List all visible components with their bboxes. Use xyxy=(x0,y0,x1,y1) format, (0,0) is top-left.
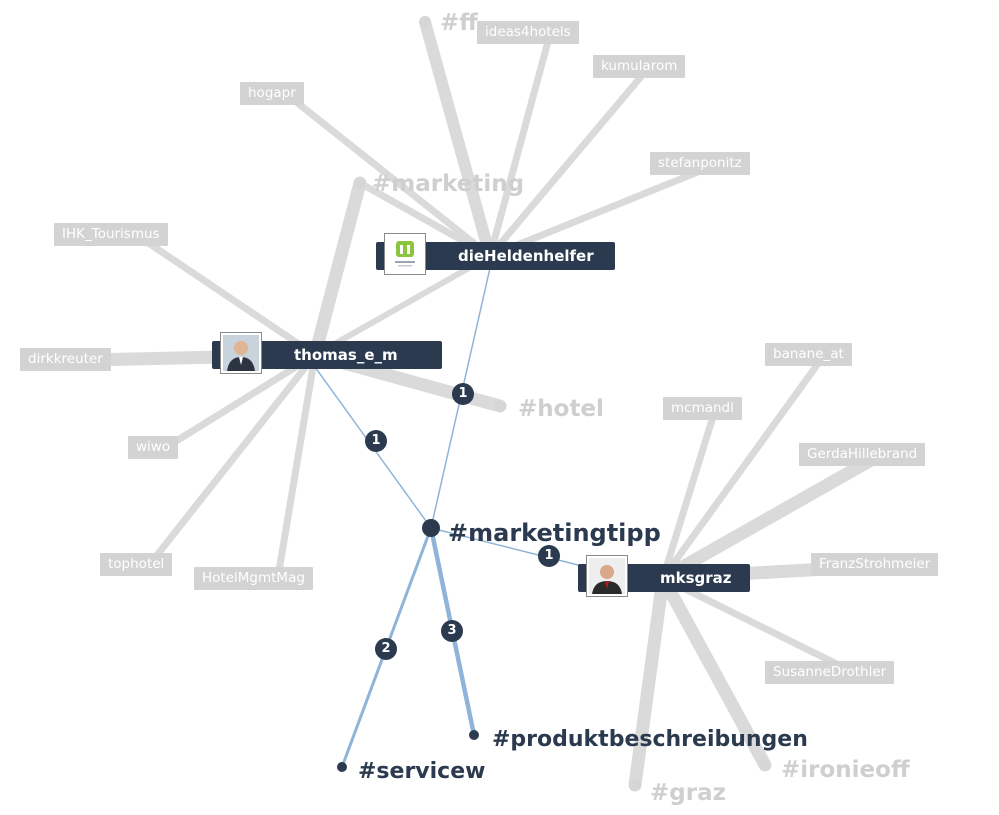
tag-franzstrohmeier[interactable]: FranzStrohmeier xyxy=(811,553,939,576)
node-hotel-dot xyxy=(494,400,506,412)
edge-count-badge: 1 xyxy=(538,545,560,567)
person-photo-icon xyxy=(221,333,261,373)
person-photo-icon xyxy=(587,556,627,596)
spoke-heldenhelfer-ideas4hotels xyxy=(486,30,554,260)
node-produkt-dot xyxy=(469,730,479,740)
spoke-thomas-hotelmgmtmag xyxy=(274,351,319,581)
hashtag-ff[interactable]: #ff xyxy=(440,10,478,36)
tag-susannedrothler[interactable]: SusanneDrothler xyxy=(765,661,895,684)
user-name: dieHeldenhelfer xyxy=(458,247,594,265)
spoke-mksgraz-ironieoff xyxy=(656,571,772,772)
tag-mcmandl[interactable]: mcmandl xyxy=(663,397,742,420)
tag-wiwo[interactable]: wiwo xyxy=(128,436,179,459)
tag-stefanponitz[interactable]: stefanponitz xyxy=(650,152,750,175)
spoke-mksgraz-mcmandl xyxy=(659,403,720,582)
tag-tophotel[interactable]: tophotel xyxy=(100,553,173,576)
spoke-thomas-ihk xyxy=(131,230,319,359)
spoke-heldenhelfer-hogapr xyxy=(281,89,494,260)
hashtag-marketingtipp[interactable]: #marketingtipp xyxy=(448,519,661,547)
tag-gerdahillebrand[interactable]: GerdaHillebrand xyxy=(799,443,926,466)
user-node-mksgraz[interactable]: mksgraz xyxy=(578,556,750,596)
spoke-heldenhelfer-kumularom xyxy=(486,62,654,260)
node-graz-dot xyxy=(629,779,641,791)
spoke-mksgraz-gerda xyxy=(656,448,887,585)
spoke-heldenhelfer-ff xyxy=(419,16,496,262)
spoke-thomas-tophotel xyxy=(146,351,319,568)
link-center-mksgraz xyxy=(430,527,591,569)
spoke-mksgraz-susanne xyxy=(659,574,859,677)
edge-count-badge: 3 xyxy=(441,620,463,642)
tag-ideas4hotels[interactable]: ideas4hotels xyxy=(477,21,579,44)
logo-icon xyxy=(385,234,425,274)
spoke-mksgraz-banane xyxy=(659,350,829,582)
hashtag-marketing[interactable]: #marketing xyxy=(372,171,525,197)
hashtag-servicew[interactable]: #servicew xyxy=(358,759,486,784)
tag-banane-at[interactable]: banane_at xyxy=(765,343,852,366)
hashtag-produktbeschreibungen[interactable]: #produktbeschreibungen xyxy=(492,727,808,752)
tag-ihk-tourismus[interactable]: IHK_Tourismus xyxy=(54,223,168,246)
user-node-thomas-e-m[interactable]: thomas_e_m xyxy=(212,333,442,373)
node-marketing-dot xyxy=(354,177,366,189)
node-ff-dot xyxy=(419,16,431,28)
hashtag-hotel[interactable]: #hotel xyxy=(518,396,604,422)
spoke-thomas-wiwo xyxy=(161,351,319,452)
node-ironieoff-dot xyxy=(759,759,771,771)
node-marketingtipp-dot xyxy=(422,519,440,537)
tag-dirkkreuter[interactable]: dirkkreuter xyxy=(20,348,111,371)
user-node-dieheldenhelfer[interactable]: dieHeldenhelfer xyxy=(376,234,615,274)
spoke-mksgraz-graz xyxy=(628,571,670,792)
edge-count-badge: 2 xyxy=(375,638,397,660)
tag-hogapr[interactable]: hogapr xyxy=(240,82,304,105)
node-servicew-dot xyxy=(337,762,347,772)
edge-count-badge: 1 xyxy=(365,430,387,452)
spoke-heldenhelfer-thomas xyxy=(312,253,493,358)
spoke-thomas-marketing xyxy=(308,176,367,362)
tag-kumularom[interactable]: kumularom xyxy=(593,55,686,78)
user-name: thomas_e_m xyxy=(294,346,398,364)
hashtag-graz[interactable]: #graz xyxy=(650,780,726,806)
tag-hotelmgmtmag[interactable]: HotelMgmtMag xyxy=(194,567,313,590)
edge-count-badge: 1 xyxy=(452,383,474,405)
user-name: mksgraz xyxy=(660,569,732,587)
spoke-heldenhelfer-stefanponitz xyxy=(486,159,724,260)
hashtag-ironieoff[interactable]: #ironieoff xyxy=(781,757,910,783)
